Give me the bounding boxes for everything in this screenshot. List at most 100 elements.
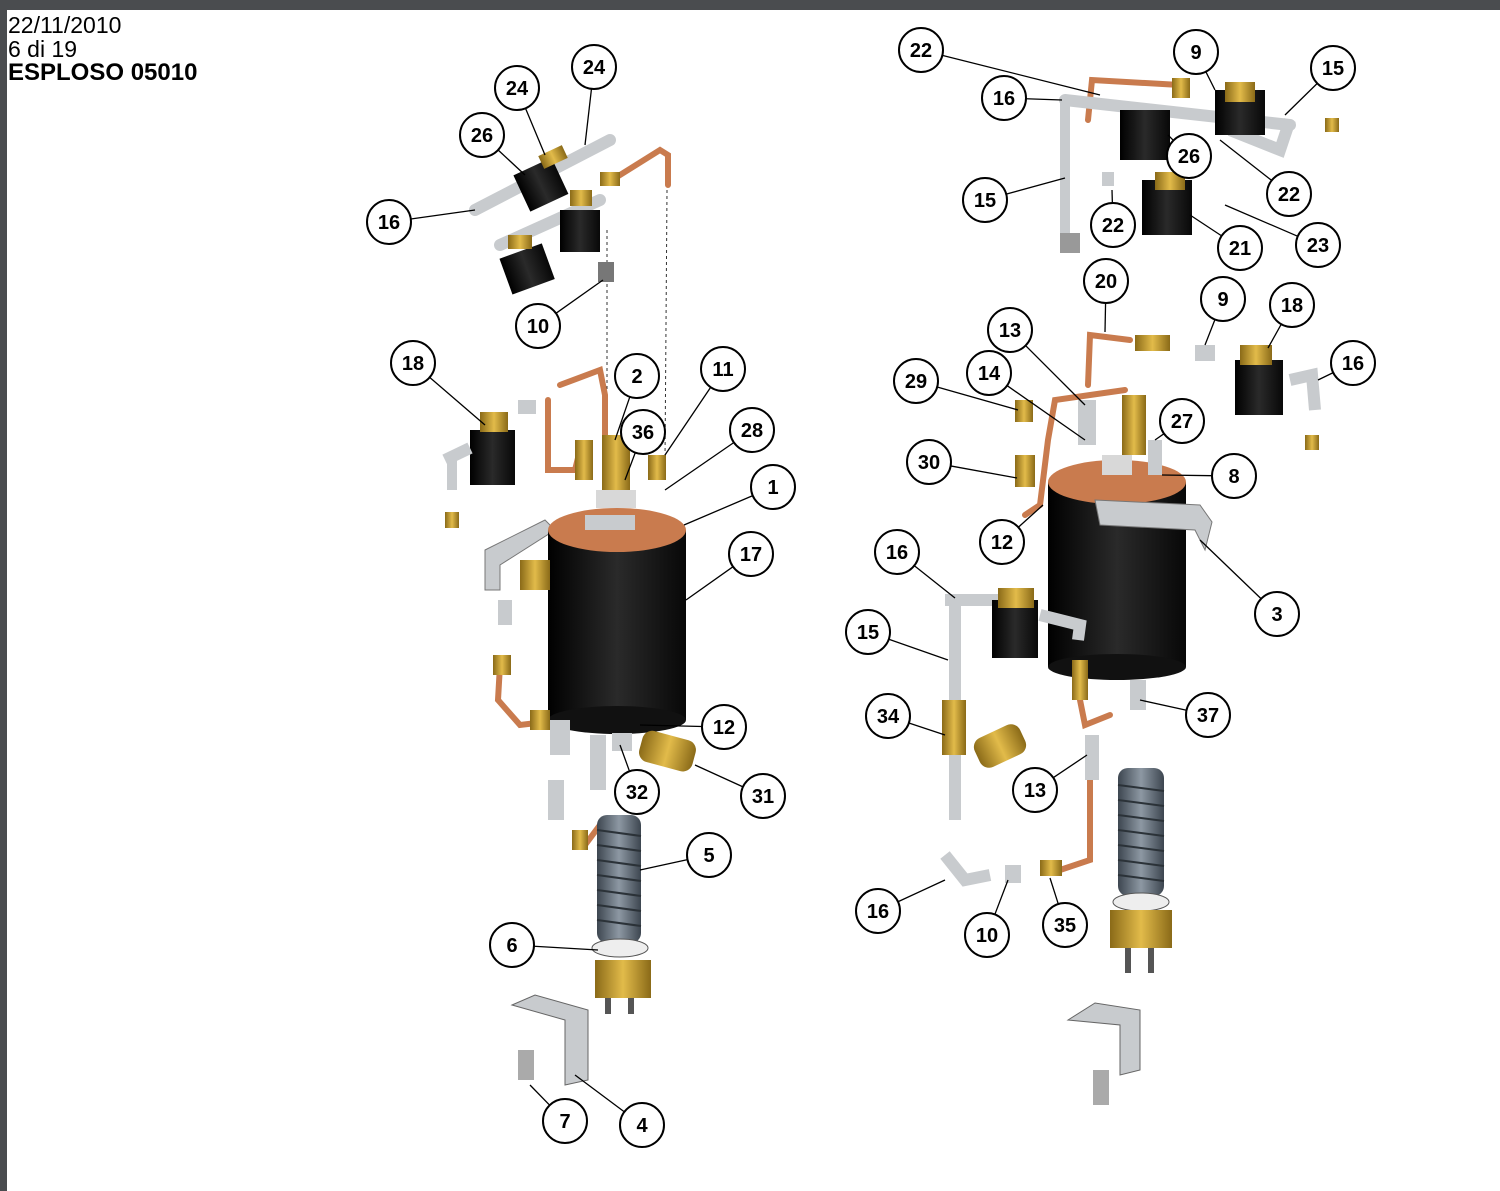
- leader-line: [1025, 345, 1086, 406]
- part-callout-35: 35: [1042, 902, 1088, 948]
- part-callout-20: 20: [1083, 258, 1129, 304]
- part-callout-21: 21: [1217, 225, 1263, 271]
- part-callout-16: 16: [981, 75, 1027, 121]
- callout-number: 12: [991, 532, 1013, 554]
- part-callout-13: 13: [1012, 767, 1058, 813]
- callout-circle: [701, 704, 747, 750]
- callout-number: 26: [1178, 146, 1200, 168]
- right-solenoid-valve-18: [1135, 335, 1321, 450]
- right-heating-coil: [1110, 768, 1172, 973]
- callout-circle: [1012, 767, 1058, 813]
- callout-number: 4: [636, 1115, 648, 1137]
- callout-circle: [614, 769, 660, 815]
- callout-number: 21: [1229, 238, 1251, 260]
- callout-circle: [979, 519, 1025, 565]
- part-callout-16: 16: [366, 199, 412, 245]
- callout-circle: [893, 358, 939, 404]
- document-date: 22/11/2010: [8, 12, 122, 38]
- part-callout-34: 34: [865, 693, 911, 739]
- leader-line: [1104, 302, 1107, 333]
- callout-number: 30: [918, 452, 940, 474]
- part-callout-10: 10: [964, 912, 1010, 958]
- top-valve-group-right: [1059, 78, 1339, 253]
- leader-line: [683, 495, 754, 526]
- leader-line: [664, 386, 712, 456]
- part-callout-8: 8: [1211, 453, 1257, 499]
- callout-circle: [865, 693, 911, 739]
- part-callout-10: 10: [515, 303, 561, 349]
- part-callout-37: 37: [1185, 692, 1231, 738]
- callout-number: 35: [1054, 915, 1076, 937]
- callout-circle: [1269, 282, 1315, 328]
- callout-circle: [987, 307, 1033, 353]
- top-valve-group: [469, 134, 620, 295]
- callout-circle: [459, 112, 505, 158]
- leader-line: [1049, 877, 1059, 905]
- part-callout-18: 18: [390, 340, 436, 386]
- document-title: ESPLOSO 05010: [8, 59, 198, 86]
- callout-circle: [614, 353, 660, 399]
- part-callout-22: 22: [1090, 202, 1136, 248]
- left-assembly: [442, 134, 696, 1086]
- callout-circle: [1211, 453, 1257, 499]
- leader-line: [1139, 699, 1187, 711]
- callout-number: 24: [583, 57, 606, 79]
- callout-number: 32: [626, 782, 648, 804]
- callout-circle: [906, 439, 952, 485]
- leader-line: [1017, 504, 1044, 528]
- part-callout-18: 18: [1269, 282, 1315, 328]
- callout-number: 16: [1342, 353, 1364, 375]
- leader-line: [555, 279, 604, 314]
- callout-number: 13: [999, 320, 1021, 342]
- part-callout-17: 17: [728, 531, 774, 577]
- callout-circle: [494, 65, 540, 111]
- callout-circle: [981, 75, 1027, 121]
- part-callout-27: 27: [1159, 398, 1205, 444]
- callout-number: 14: [978, 363, 1001, 385]
- callout-number: 36: [632, 422, 654, 444]
- leader-line: [936, 386, 1019, 411]
- callout-number: 15: [1322, 58, 1344, 80]
- part-callout-23: 23: [1295, 222, 1341, 268]
- callout-number: 24: [506, 78, 529, 100]
- callout-circle: [845, 609, 891, 655]
- page-number: 6 di 19: [8, 36, 78, 62]
- leader-line: [639, 859, 688, 871]
- leader-line: [1199, 539, 1262, 600]
- callout-circle: [571, 44, 617, 90]
- callout-circle: [964, 912, 1010, 958]
- leader-line: [429, 376, 486, 426]
- part-callout-16: 16: [1330, 340, 1376, 386]
- callout-number: 22: [1102, 215, 1124, 237]
- leader-line: [1189, 214, 1222, 237]
- leader-line: [942, 54, 1101, 96]
- leader-line: [1052, 754, 1088, 779]
- part-callout-9: 9: [1173, 29, 1219, 75]
- leader-line: [694, 764, 744, 788]
- part-callout-13: 13: [987, 307, 1033, 353]
- callout-number: 16: [378, 212, 400, 234]
- callout-circle: [1310, 45, 1356, 91]
- leader-line: [1284, 82, 1318, 116]
- leader-line: [1006, 177, 1066, 195]
- part-callout-16: 16: [855, 888, 901, 934]
- callout-number: 28: [741, 420, 763, 442]
- callout-number: 6: [506, 935, 517, 957]
- callout-circle: [728, 531, 774, 577]
- callout-number: 34: [877, 706, 900, 728]
- callout-circle: [1295, 222, 1341, 268]
- callout-circle: [855, 888, 901, 934]
- callout-number: 9: [1217, 289, 1228, 311]
- leader-line: [497, 149, 526, 176]
- part-callout-26: 26: [459, 112, 505, 158]
- callout-number: 17: [740, 544, 762, 566]
- callout-number: 29: [905, 371, 927, 393]
- callout-circle: [750, 464, 796, 510]
- callout-circle: [1166, 133, 1212, 179]
- part-callout-22: 22: [898, 27, 944, 73]
- left-heating-coil: [548, 780, 651, 1014]
- leader-line: [584, 88, 593, 146]
- part-callout-4: 4: [619, 1102, 665, 1148]
